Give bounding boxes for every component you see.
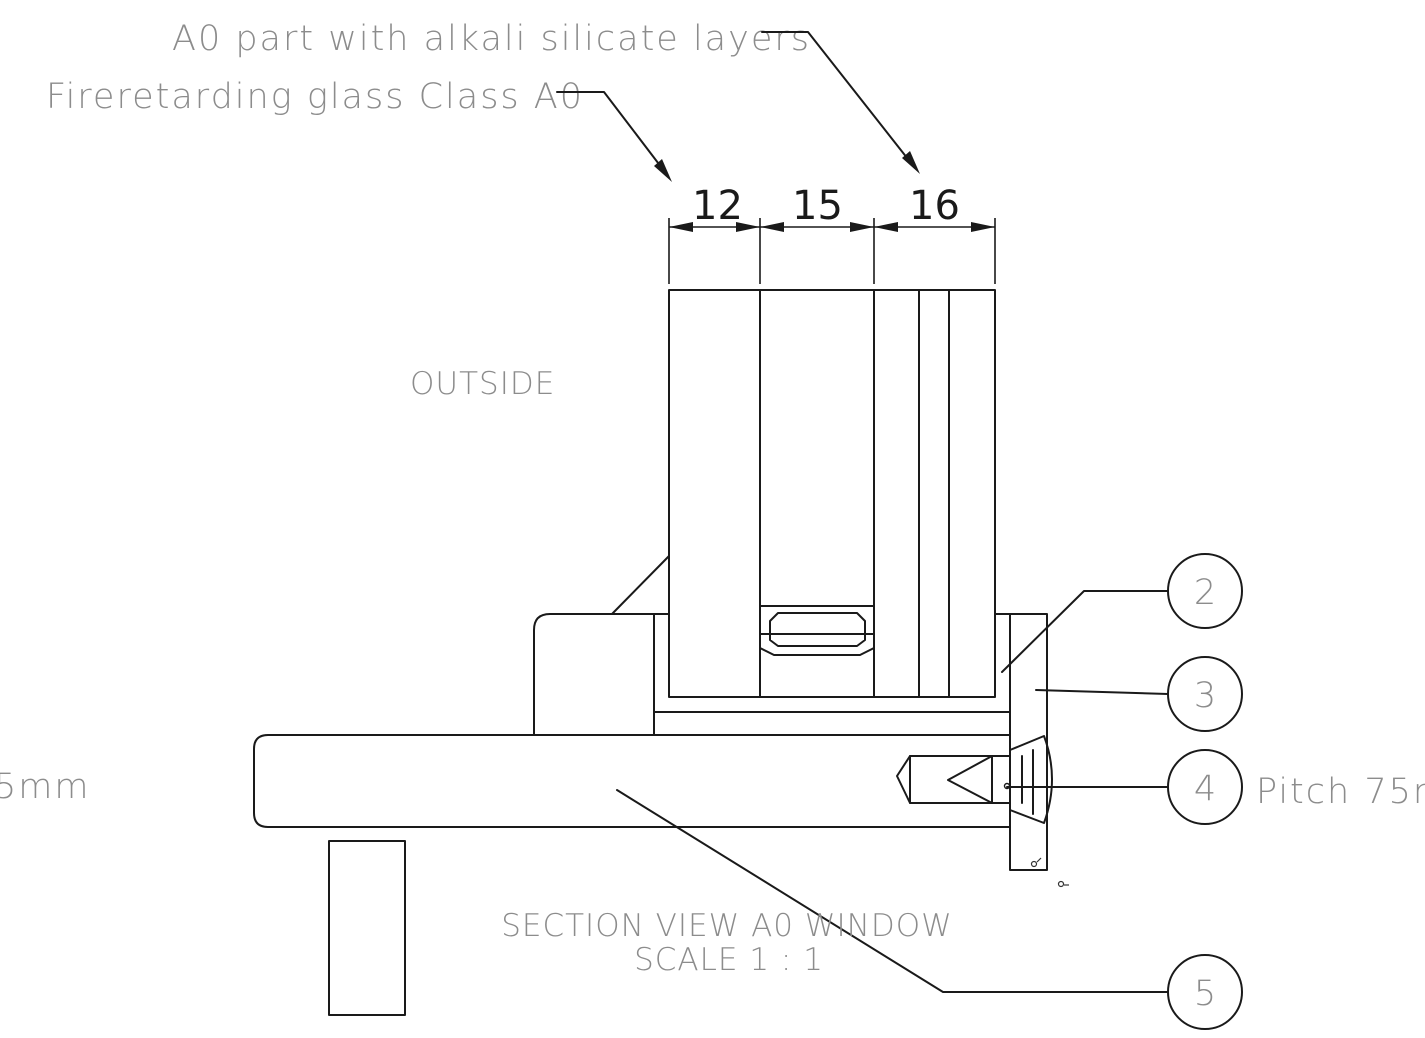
glass-unit	[668, 289, 996, 698]
pitch-note-left: 5mm	[0, 767, 90, 807]
outside-label: OUTSIDE	[410, 366, 555, 402]
support-post	[328, 840, 406, 1016]
spacer-profile	[759, 605, 875, 698]
stray-mark	[1030, 860, 1038, 868]
dimension-15: 15	[792, 183, 843, 229]
balloon-5-number: 5	[1194, 974, 1216, 1014]
screw	[896, 735, 1053, 824]
balloon-5-leader	[616, 789, 1169, 993]
alkali-silicate-note: A0 part with alkali silicate layers	[172, 19, 811, 59]
fireretarding-glass-note: Fireretarding glass Class A0	[46, 77, 584, 117]
balloon-5	[1167, 954, 1243, 1030]
balloon-3	[1167, 656, 1243, 732]
balloon-3-leader	[1035, 689, 1169, 695]
alkali-note-arrowhead	[902, 151, 920, 174]
dimension-16: 16	[909, 183, 960, 229]
dimension-chain	[668, 218, 996, 284]
balloon-3-number: 3	[1194, 676, 1216, 716]
stray-mark	[1057, 880, 1065, 888]
glazing-bead	[533, 613, 655, 736]
pitch-note-right: Pitch 75mm	[1256, 772, 1425, 812]
section-title: SECTION VIEW A0 WINDOW	[501, 908, 953, 944]
stray-mark-tick	[1036, 857, 1042, 863]
glass-note-leader	[556, 91, 669, 177]
glazing-channel	[653, 613, 1011, 736]
alkali-note-leader	[761, 31, 916, 169]
dimension-12: 12	[692, 183, 743, 229]
bead-chamfer	[611, 555, 670, 615]
balloon-2	[1167, 553, 1243, 629]
balloon-4	[1167, 749, 1243, 825]
balloon-2-number: 2	[1194, 573, 1216, 613]
glass-note-arrowhead	[654, 159, 672, 182]
balloon-4-number: 4	[1194, 769, 1216, 809]
scale-label: SCALE 1 : 1	[634, 942, 824, 978]
frame-bar	[253, 734, 1011, 828]
balloon-2-leader	[1001, 590, 1169, 673]
